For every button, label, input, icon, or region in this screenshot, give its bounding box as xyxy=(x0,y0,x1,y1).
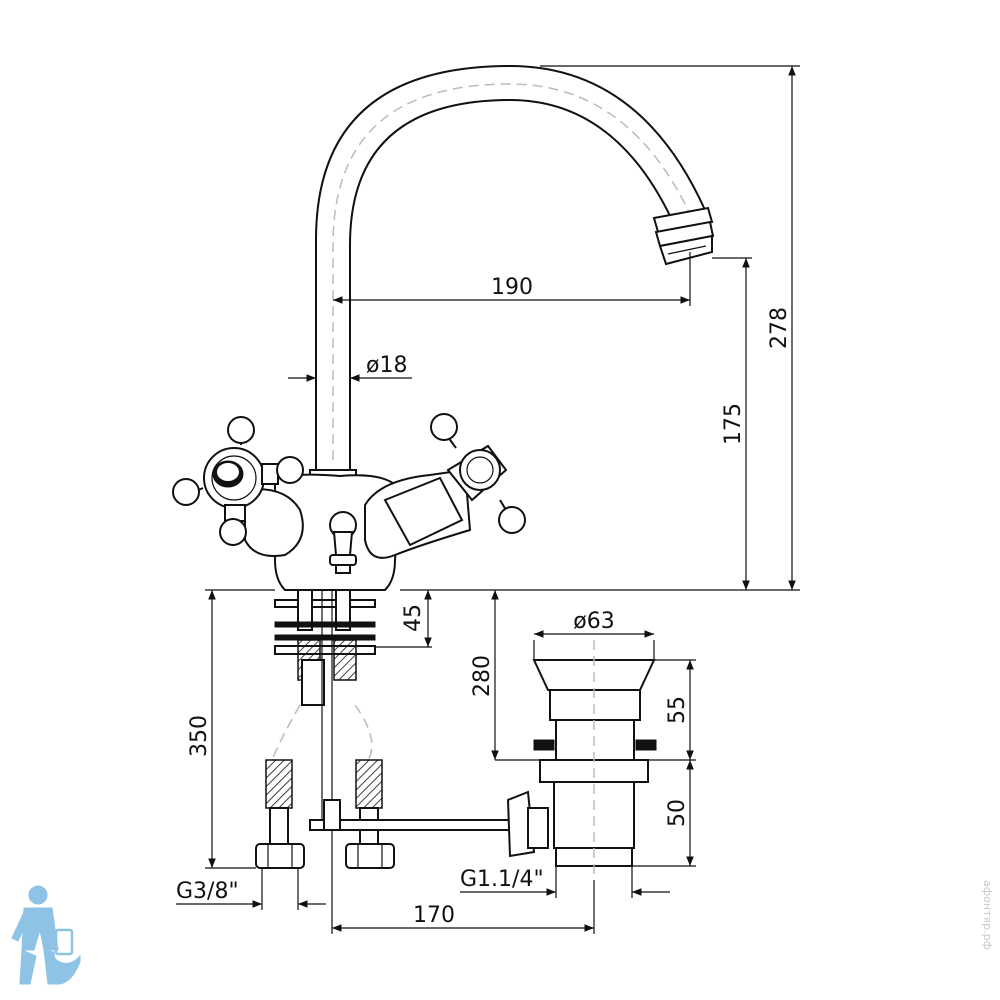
dim-drain-thread: G1.1/4" xyxy=(460,867,544,892)
plumber-logo-icon xyxy=(11,885,81,985)
dim-outlet-height: 175 xyxy=(721,403,746,445)
watermark: афонтяр.рф xyxy=(981,880,994,950)
deck-mount xyxy=(274,589,376,831)
dim-pipe-diameter: ø18 xyxy=(366,353,407,378)
dim-rod-length: 170 xyxy=(413,903,455,928)
dim-shank-length: 45 xyxy=(401,604,426,632)
drain-waste xyxy=(532,640,657,880)
dim-total-height: 278 xyxy=(767,307,792,349)
dim-hose-length: 350 xyxy=(187,715,212,757)
left-cross-handle xyxy=(172,416,304,557)
dim-drain-lower: 50 xyxy=(665,799,690,827)
dim-drain-diameter: ø63 xyxy=(573,609,614,634)
dim-drain-length: 280 xyxy=(470,655,495,697)
right-cross-handle xyxy=(364,413,526,559)
spout xyxy=(315,64,715,470)
popup-rod xyxy=(309,790,549,858)
dim-hose-thread: G3/8" xyxy=(176,879,239,904)
flexible-hoses xyxy=(255,704,395,869)
dim-spout-reach: 190 xyxy=(491,275,533,300)
aerator xyxy=(652,206,715,266)
dimension-lines xyxy=(176,65,800,934)
dim-drain-upper: 55 xyxy=(665,696,690,724)
body-drop-icon xyxy=(329,511,357,574)
